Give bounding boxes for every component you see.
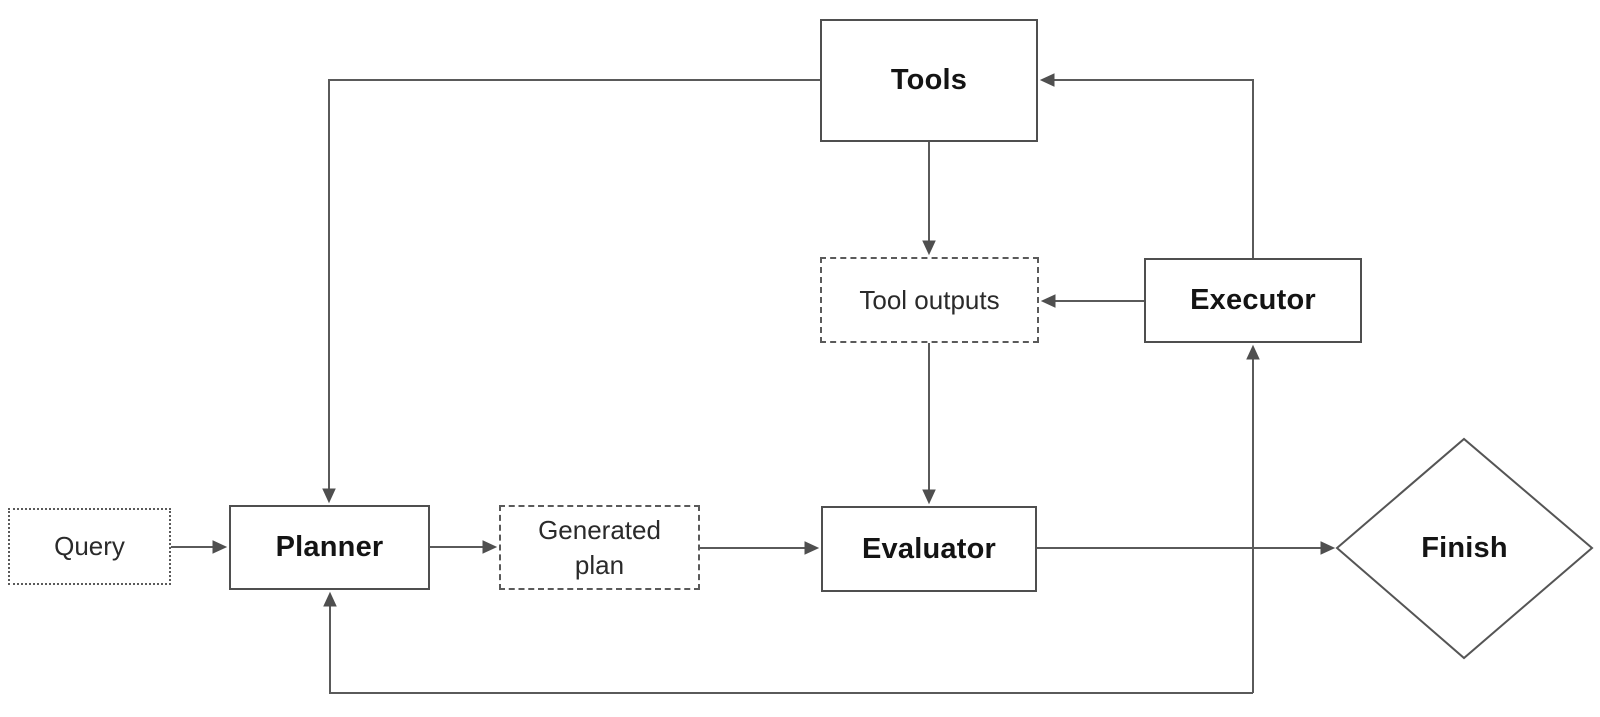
- node-evaluator: Evaluator: [821, 506, 1037, 592]
- node-finish-shape: [1335, 437, 1594, 660]
- node-tools: Tools: [820, 19, 1038, 142]
- edge-executor-to-tools: [1039, 73, 1254, 258]
- node-query: Query: [8, 508, 171, 585]
- node-tools-label: Tools: [890, 64, 968, 97]
- node-evaluator-label: Evaluator: [862, 532, 996, 565]
- node-generated-plan-label: Generated plan: [538, 515, 661, 580]
- node-tool-outputs: Tool outputs: [820, 257, 1039, 343]
- node-planner: Planner: [229, 505, 430, 590]
- node-executor-label: Executor: [1190, 284, 1316, 317]
- node-planner-label: Planner: [275, 531, 384, 564]
- node-generated-plan: Generated plan: [499, 505, 700, 590]
- node-executor: Executor: [1144, 258, 1362, 343]
- node-query-label: Query: [54, 531, 125, 562]
- edge-tools-to-planner: [322, 79, 820, 504]
- node-finish-label: Finish: [1421, 532, 1508, 565]
- edge-evaluator-to-planner-loop: [323, 591, 1253, 694]
- node-finish: Finish: [1337, 439, 1592, 658]
- node-tool-outputs-label: Tool outputs: [859, 284, 1000, 315]
